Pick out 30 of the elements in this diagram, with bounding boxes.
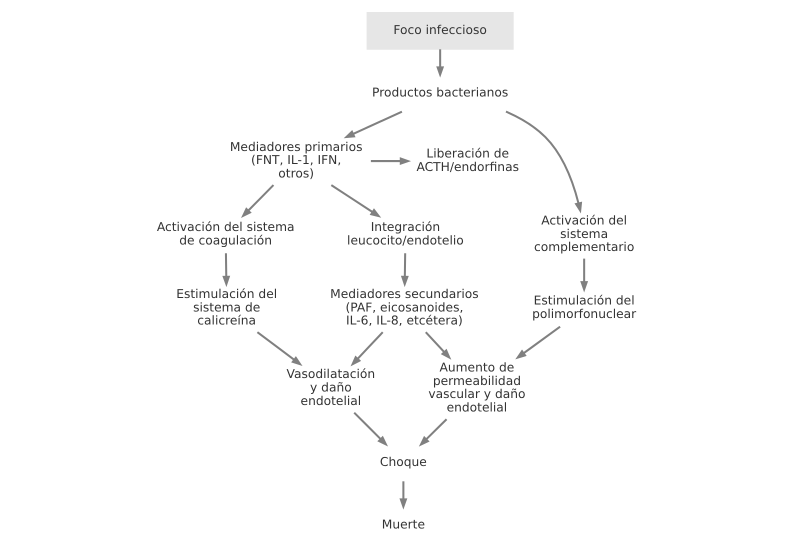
arrow bbox=[240, 184, 274, 218]
arrow bbox=[370, 157, 411, 165]
node-text: Mediadores secundarios (PAF, eicosanoides, IL-6, IL-8, etcétera) bbox=[330, 287, 478, 328]
node-text: Estimulación del sistema de calicreína bbox=[176, 287, 277, 328]
node-text: Productos bacterianos bbox=[372, 85, 508, 100]
arrow bbox=[256, 331, 302, 366]
node-text: Estimulación del polimorfonuclear bbox=[532, 294, 636, 321]
node-text: Muerte bbox=[381, 517, 425, 532]
arrow bbox=[436, 49, 444, 78]
arrow bbox=[424, 331, 451, 360]
arrow bbox=[505, 110, 582, 214]
arrow bbox=[398, 481, 407, 510]
arrow bbox=[350, 331, 383, 366]
arrow bbox=[514, 326, 560, 360]
node-text: Liberación de ACTH/endorfinas bbox=[416, 146, 518, 174]
node-text: Activación del sistema complementario bbox=[533, 213, 634, 254]
arrow bbox=[353, 412, 388, 446]
node-text: Integración leucocito/endotelio bbox=[346, 220, 464, 248]
arrow bbox=[580, 258, 588, 292]
arrow bbox=[418, 418, 447, 447]
arrow bbox=[400, 253, 408, 288]
node-text: Vasodilatación y daño endotelial bbox=[286, 367, 375, 408]
arrow bbox=[330, 184, 381, 218]
node-text: Choque bbox=[379, 455, 426, 470]
arrow bbox=[343, 110, 402, 138]
node-text: Aumento de permeabilidad vascular y daño endotelial bbox=[428, 360, 525, 414]
arrow bbox=[222, 253, 230, 288]
node-text: Mediadores primarios (FNT, IL-1, IFN, otros) bbox=[229, 140, 362, 181]
node-box: Foco infeccioso bbox=[366, 12, 514, 50]
node-text: Activación del sistema de coagulación bbox=[156, 220, 294, 248]
